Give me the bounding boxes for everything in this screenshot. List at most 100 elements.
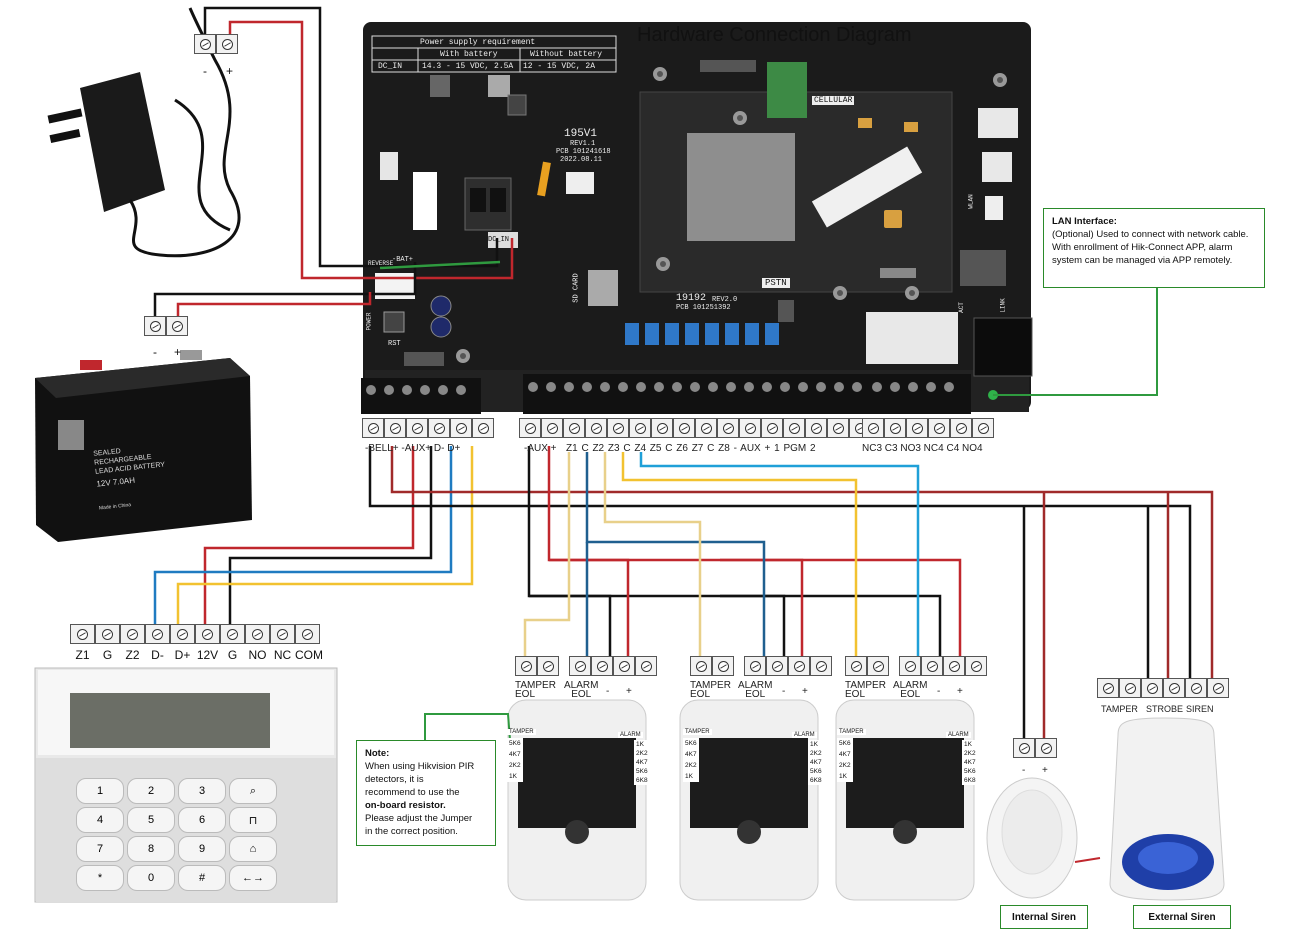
pir1-alarm-title: ALARM: [618, 732, 643, 738]
wire-keypad-blue: [153, 446, 453, 626]
key-7: 7: [76, 836, 124, 862]
left-screw-terminals: [361, 378, 481, 414]
pir3-left-3: 1K: [839, 773, 847, 780]
pir2-tamper-a: [690, 656, 712, 676]
left-terminal-labels: -BELL+ -AUX+ D- D+: [365, 443, 461, 454]
aux-terminal-labels: -AUX +: [524, 443, 557, 454]
pir1-right-4: 6K8: [636, 777, 648, 784]
keypad-terminal-no: [245, 624, 270, 644]
ext-strobe-b: [1163, 678, 1185, 698]
psu-header: Power supply requirement: [420, 38, 536, 47]
control-panel-board: [361, 22, 1033, 414]
battery-minus-label: -: [153, 345, 157, 359]
wire-aux-black: [527, 446, 942, 658]
keypad-terminal-labels: Z1 G Z2 D- D+ 12V G NO NC COM: [70, 648, 323, 662]
pir2-right-3: 5K6: [810, 768, 822, 775]
psu-val1: 14.3 - 15 VDC, 2.5A: [422, 62, 514, 71]
key-6: 6: [178, 807, 226, 833]
external-siren-caption: External Siren: [1133, 905, 1231, 929]
internal-siren-device: [986, 777, 1101, 899]
terminal-z2: [607, 418, 629, 438]
pir1-tamper-a: [515, 656, 537, 676]
terminal-pgm1: [827, 418, 849, 438]
keypad-label-z1: Z1: [75, 648, 90, 662]
adapter-minus-label: -: [203, 64, 207, 78]
wire-c1: [585, 452, 766, 658]
pir2-plus-label: +: [802, 686, 808, 697]
internal-siren-terminal-plus: [1035, 738, 1057, 758]
pir1-alarm-label: ALARM EOL: [564, 680, 599, 700]
pir2-right-1: 2K2: [810, 750, 822, 757]
pir3-left-jumpers: 5K6 4K7 2K2 1K: [837, 738, 853, 782]
keypad-terminal-12v: [195, 624, 220, 644]
wire-keypad-red: [203, 446, 415, 626]
terminal-bell-minus: [362, 418, 384, 438]
cellular-label: CELLULAR: [812, 96, 855, 105]
pir-note-line1: When using Hikvision PIR: [365, 761, 475, 772]
key-9: 9: [178, 836, 226, 862]
adapter-terminal-plus: [216, 34, 238, 54]
keypad-terminal-z1: [70, 624, 95, 644]
pir1-right-jumpers: 1K 2K2 4K7 5K6 6K8: [634, 740, 650, 785]
pir1-tamper-label: TAMPER EOL: [515, 680, 556, 700]
pir1-right-0: 1K: [636, 741, 644, 748]
pir1-right-1: 2K2: [636, 750, 648, 757]
pir3-tamper-label: TAMPER EOL: [845, 680, 886, 700]
relay-terminal-labels: NC3 C3 NO3 NC4 C4 NO4: [862, 443, 983, 454]
key-1: 1: [76, 778, 124, 804]
right-terminal-screws: [528, 382, 954, 392]
pir2-terminal-row: [690, 656, 832, 676]
terminal-z6: [739, 418, 761, 438]
internal-siren-terminal-minus: [1013, 738, 1035, 758]
internal-siren-terminal-row: [1013, 738, 1057, 758]
wire-z2: [603, 452, 702, 658]
psu-col1: With battery: [440, 50, 498, 59]
pir3-alarm-a: [899, 656, 921, 676]
terminal-aux-plus: [428, 418, 450, 438]
adapter-plus-label: +: [226, 64, 234, 78]
pir-detector-3: [835, 699, 975, 901]
terminal-aux2-minus: [519, 418, 541, 438]
pir1-right-3: 5K6: [636, 768, 648, 775]
keypad-label-no: NO: [248, 648, 267, 662]
zone-jumper-bank: [625, 323, 779, 345]
key-5: 5: [127, 807, 175, 833]
pir3-alarm-b: [921, 656, 943, 676]
wires: [153, 6, 1214, 741]
pir2-minus: [788, 656, 810, 676]
pir3-right-0: 1K: [964, 741, 972, 748]
pir3-right-1: 2K2: [964, 750, 976, 757]
key-search: ⌕: [229, 778, 277, 804]
pir-note-line5: Please adjust the Jumper: [365, 813, 473, 824]
terminal-c3r: [884, 418, 906, 438]
pir3-minus: [943, 656, 965, 676]
pir2-left-1: 4K7: [685, 751, 697, 758]
ext-tamper-a: [1097, 678, 1119, 698]
pir3-left-1: 4K7: [839, 751, 851, 758]
terminal-z1: [563, 418, 585, 438]
pir-jumper-note: Note: When using Hikvision PIR detectors…: [356, 740, 496, 846]
pir3-right-jumpers: 1K 2K2 4K7 5K6 6K8: [962, 740, 978, 785]
battery-terminal-minus: [144, 316, 166, 336]
wire-aux-red-pir2: [720, 558, 804, 658]
ext-siren-b: [1207, 678, 1229, 698]
pir-note-line3: recommend to use the: [365, 787, 460, 798]
wire-keypad-yellow: [176, 446, 474, 626]
pir2-alarm-label: ALARM EOL: [738, 680, 773, 700]
pir1-left-3: 1K: [509, 773, 517, 780]
terminal-bell-plus: [384, 418, 406, 438]
pir2-right-0: 1K: [810, 741, 818, 748]
board-bat-label: -BAT+: [392, 256, 414, 264]
left-terminal-screws: [366, 385, 466, 395]
pir-note-line2: detectors, it is: [365, 774, 424, 785]
key-4: 4: [76, 807, 124, 833]
keypad-terminal-g2: [220, 624, 245, 644]
keypad-terminal-row: [70, 624, 320, 644]
terminal-d-minus: [450, 418, 472, 438]
wire-pir-callout: [424, 713, 511, 741]
pir2-left-3: 1K: [685, 773, 693, 780]
pir3-right-3: 5K6: [964, 768, 976, 775]
wire-battery-red: [176, 292, 372, 316]
ext-siren-a: [1185, 678, 1207, 698]
key-2: 2: [127, 778, 175, 804]
